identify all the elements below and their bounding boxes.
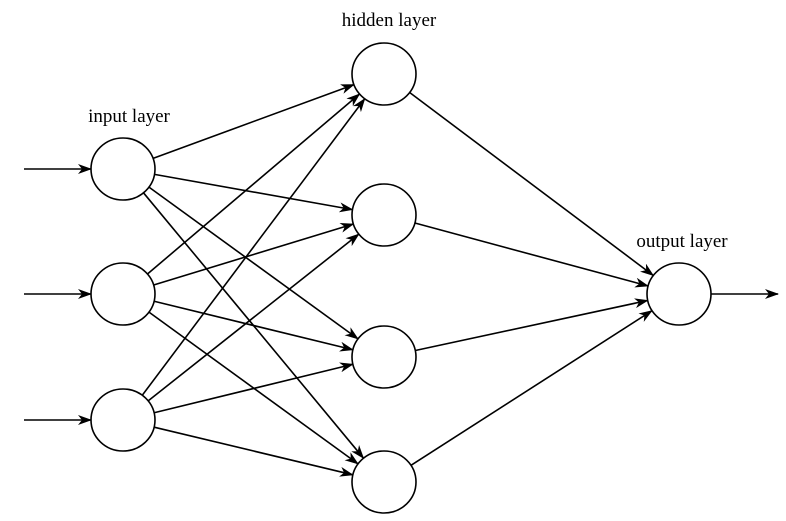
neurons bbox=[90, 42, 712, 514]
edge-input-3-to-hidden-1 bbox=[141, 97, 366, 396]
edge-hidden-2-to-output-1 bbox=[414, 222, 650, 288]
hidden-layer-label: hidden layer bbox=[342, 10, 437, 31]
hidden-node-3 bbox=[351, 325, 417, 389]
input-node-2 bbox=[90, 262, 156, 326]
input-node-1 bbox=[90, 137, 156, 201]
edge-input-3-to-hidden-4 bbox=[153, 426, 354, 477]
edge-hidden-4-to-output-1 bbox=[410, 309, 653, 467]
hidden-node-4 bbox=[351, 450, 417, 514]
edge-input-3-to-hidden-2 bbox=[147, 233, 360, 402]
input-node-3 bbox=[90, 388, 156, 452]
edge-input-1-to-hidden-1 bbox=[152, 83, 355, 160]
output-node-1 bbox=[646, 262, 712, 326]
edge-hidden-1-to-output-1 bbox=[409, 91, 655, 277]
edge-input-2-to-hidden-1 bbox=[146, 93, 361, 275]
edge-input-2-to-hidden-2 bbox=[153, 222, 355, 286]
hidden-node-1 bbox=[351, 42, 417, 106]
edge-input-1-to-hidden-3 bbox=[148, 186, 359, 340]
output-layer-label: output layer bbox=[636, 231, 728, 252]
edge-input-3-to-hidden-3 bbox=[153, 362, 354, 414]
connections bbox=[24, 83, 779, 477]
edge-input-1-to-hidden-2 bbox=[154, 173, 354, 213]
edge-input-2-to-hidden-3 bbox=[153, 300, 354, 352]
input-layer-label: input layer bbox=[88, 106, 170, 127]
edge-hidden-3-to-output-1 bbox=[415, 298, 649, 352]
hidden-node-2 bbox=[351, 183, 417, 247]
